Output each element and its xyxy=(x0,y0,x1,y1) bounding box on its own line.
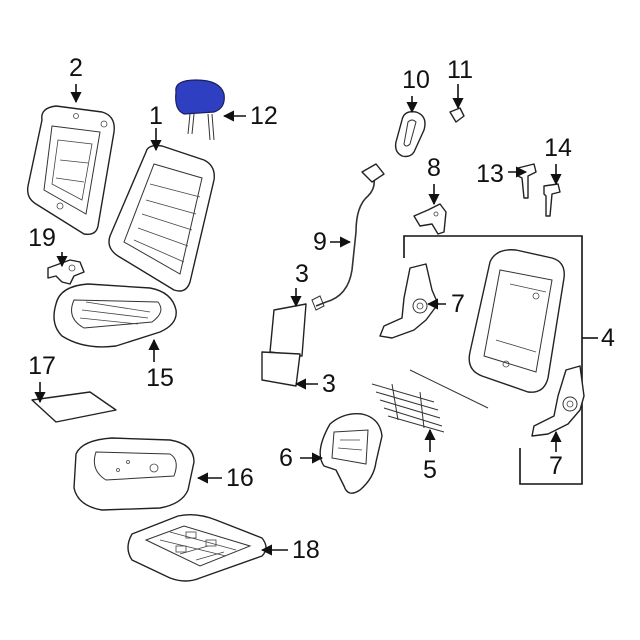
callout-17: 17 xyxy=(28,352,56,380)
part-5-lumbar-support[interactable] xyxy=(371,383,445,433)
callout-8: 8 xyxy=(427,154,441,182)
part-2-seatback-rear-panel[interactable] xyxy=(26,105,115,236)
callout-3-upper: 3 xyxy=(295,260,309,288)
part-3-lower-panel[interactable] xyxy=(261,351,301,387)
part-4-seatback-frame[interactable] xyxy=(468,249,565,393)
callout-7-right: 7 xyxy=(549,452,563,480)
part-19-side-bracket[interactable] xyxy=(47,259,85,285)
callout-1: 1 xyxy=(149,102,163,130)
callout-labels: 2 1 12 19 15 17 16 18 3 3 9 10 11 8 13 1… xyxy=(28,54,615,564)
callout-7-left: 7 xyxy=(451,290,465,318)
part-1-seatback-cover[interactable] xyxy=(108,144,215,292)
part-16-seat-cushion-pad[interactable] xyxy=(73,437,195,511)
leader-lines xyxy=(34,84,598,556)
callout-16: 16 xyxy=(226,464,254,492)
callout-14: 14 xyxy=(544,134,572,162)
callout-10: 10 xyxy=(402,66,430,94)
callout-5: 5 xyxy=(423,456,437,484)
part-13-bolt[interactable] xyxy=(517,163,537,199)
callout-9: 9 xyxy=(313,228,327,256)
callout-19: 19 xyxy=(28,224,56,252)
callout-13: 13 xyxy=(476,160,504,188)
part-17-heater-pad[interactable] xyxy=(31,391,117,423)
callout-15: 15 xyxy=(146,364,174,392)
part-6-module[interactable] xyxy=(319,413,383,494)
part-3-upper-panel[interactable] xyxy=(269,303,307,357)
callout-11: 11 xyxy=(447,56,473,84)
group-4-bracket-box xyxy=(403,235,583,485)
part-8-bracket[interactable] xyxy=(413,203,447,235)
rear-rod xyxy=(409,369,489,409)
part-7-recliner-left[interactable] xyxy=(379,263,439,339)
callout-18: 18 xyxy=(292,536,320,564)
part-15-seat-cushion-cover[interactable] xyxy=(53,283,177,348)
part-14-bolt[interactable] xyxy=(543,183,561,217)
part-9-cable[interactable] xyxy=(311,163,385,311)
part-12-headrest[interactable] xyxy=(175,79,225,141)
callout-3-lower: 3 xyxy=(322,370,336,398)
callout-2: 2 xyxy=(69,54,83,82)
part-18-seat-frame[interactable] xyxy=(127,513,267,582)
callout-12: 12 xyxy=(250,102,278,130)
part-11-clip[interactable] xyxy=(449,107,465,123)
part-7-recliner-right[interactable] xyxy=(531,365,585,437)
part-10-trim-ring[interactable] xyxy=(394,110,426,158)
callout-6: 6 xyxy=(279,444,293,472)
callout-4: 4 xyxy=(601,324,615,352)
